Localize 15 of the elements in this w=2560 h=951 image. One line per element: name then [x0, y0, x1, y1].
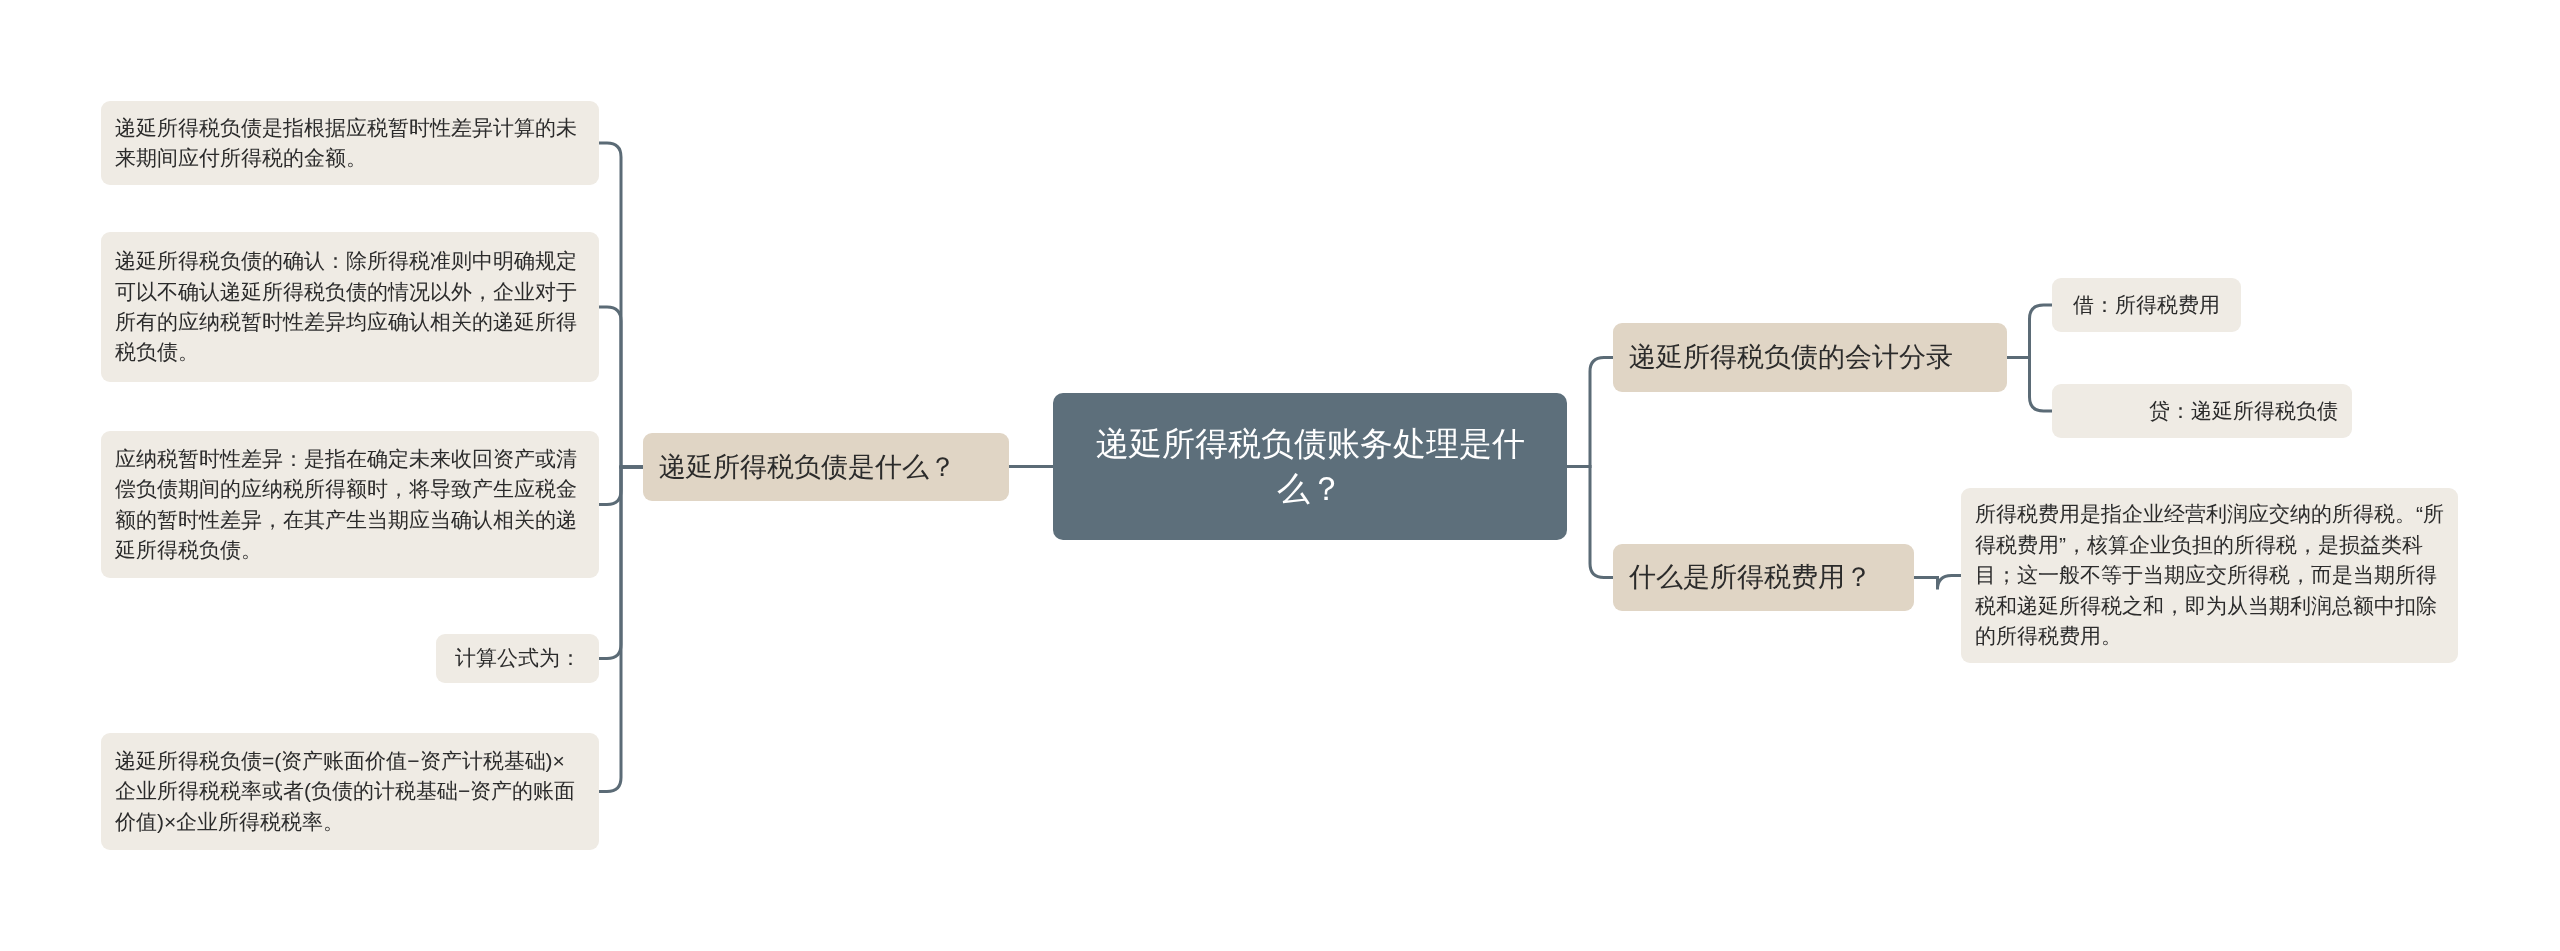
branch-topic: 递延所得税负债的会计分录 — [1613, 323, 2007, 392]
branch-topic: 什么是所得税费用？ — [1613, 544, 1914, 611]
connector-line — [1914, 574, 1961, 591]
connector-line — [1009, 465, 1053, 468]
leaf-topic: 递延所得税负债=(资产账面价值−资产计税基础)×企业所得税税率或者(负债的计税基础−资产的账面价值)×企业所得税税率。 — [101, 733, 599, 850]
leaf-topic: 借：所得税费用 — [2052, 278, 2241, 332]
leaf-topic: 递延所得税负债的确认：除所得税准则中明确规定可以不确认递延所得税负债的情况以外，企业对于所有的应纳税暂时性差异均应确认相关的递延所得税负债。 — [101, 232, 599, 382]
connector-line — [599, 465, 643, 793]
leaf-topic: 计算公式为： — [436, 634, 599, 683]
branch-topic: 递延所得税负债是什么？ — [643, 433, 1009, 501]
leaf-topic: 贷：递延所得税负债 — [2052, 384, 2352, 438]
central-topic: 递延所得税负债账务处理是什么？ — [1053, 393, 1567, 540]
leaf-topic: 递延所得税负债是指根据应税暂时性差异计算的未来期间应付所得税的金额。 — [101, 101, 599, 185]
leaf-topic: 所得税费用是指企业经营利润应交纳的所得税。“所得税费用”，核算企业负担的所得税，是损益类科目；这一般不等于当期应交所得税，而是当期所得税和递延所得税之和，即为从当期利润总额中扣除的所得税费用。 — [1961, 488, 2458, 663]
leaf-topic: 应纳税暂时性差异：是指在确定未来收回资产或清偿负债期间的应纳税所得额时，将导致产生应税金额的暂时性差异，在其产生当期应当确认相关的递延所得税负债。 — [101, 431, 599, 578]
